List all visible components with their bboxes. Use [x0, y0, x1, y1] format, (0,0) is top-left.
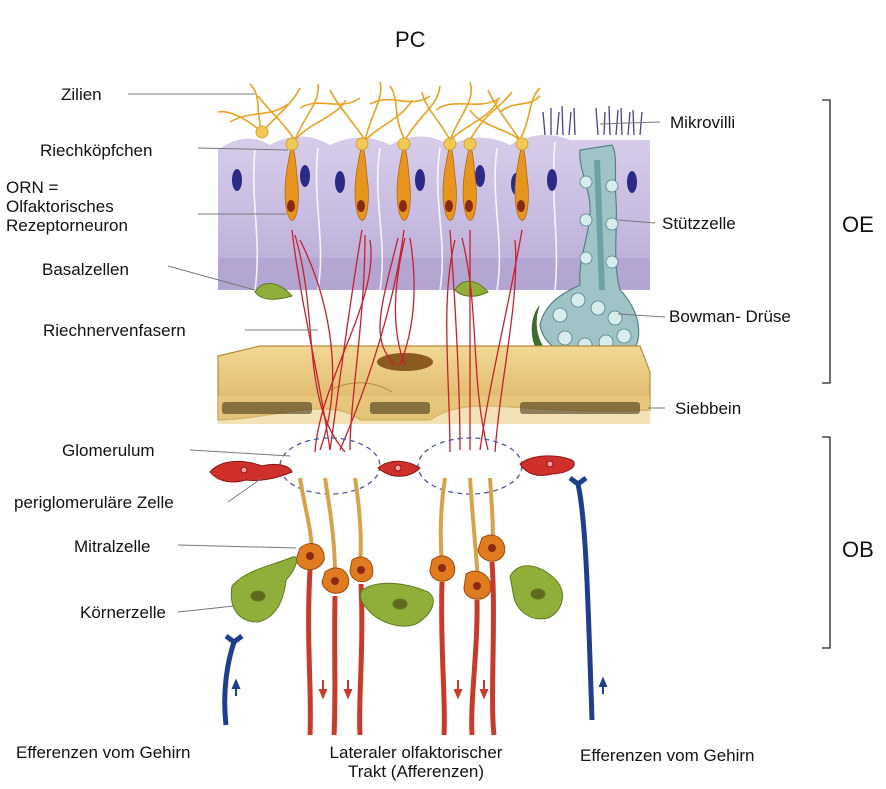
label-orn-line2: Olfaktorisches: [6, 197, 128, 216]
region-label-oe: OE: [842, 213, 874, 237]
periglomerular-cells: [210, 456, 574, 482]
label-riechnervenfasern: Riechnervenfasern: [43, 321, 186, 340]
label-orn-line3: Rezeptorneuron: [6, 216, 128, 235]
label-lateraler-line1: Lateraler olfaktorischer: [296, 743, 536, 762]
label-efferenzen-right: Efferenzen vom Gehirn: [580, 746, 755, 765]
label-lateraler-line2: Trakt (Afferenzen): [296, 762, 536, 781]
label-zilien: Zilien: [61, 85, 102, 104]
region-brackets: [822, 100, 830, 648]
granule-cells: [231, 557, 562, 626]
label-bowman-druese: Bowman- Drüse: [669, 307, 791, 326]
label-glomerulum: Glomerulum: [62, 441, 155, 460]
label-basalzellen: Basalzellen: [42, 260, 129, 279]
label-orn-line1: ORN =: [6, 178, 128, 197]
label-stuetzzelle: Stützzelle: [662, 214, 736, 233]
label-mitralzelle: Mitralzelle: [74, 537, 151, 556]
label-periglomerulaere-zelle: periglomeruläre Zelle: [14, 493, 174, 512]
label-koernerzelle: Körnerzelle: [80, 603, 166, 622]
label-siebbein: Siebbein: [675, 399, 741, 418]
region-label-ob: OB: [842, 538, 874, 562]
label-lateraler-trakt: Lateraler olfaktorischer Trakt (Afferenz…: [296, 743, 536, 781]
diagram-title-pc: PC: [395, 28, 426, 52]
ethmoid-bone: [218, 346, 650, 424]
microvilli: [543, 106, 642, 135]
label-riechkoepfchen: Riechköpfchen: [40, 141, 152, 160]
label-orn: ORN = Olfaktorisches Rezeptorneuron: [6, 178, 128, 235]
label-efferenzen-left: Efferenzen vom Gehirn: [16, 743, 191, 762]
label-mikrovilli: Mikrovilli: [670, 113, 735, 132]
